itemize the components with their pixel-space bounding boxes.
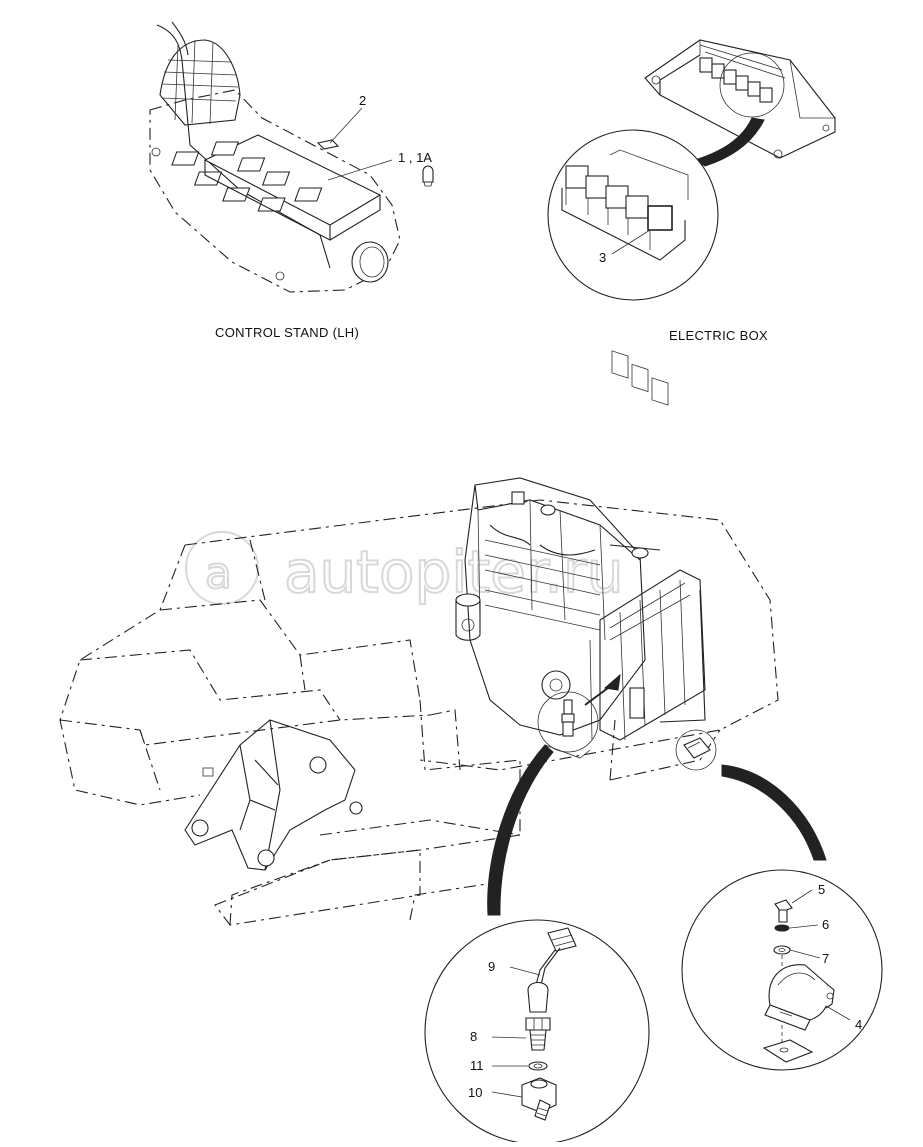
bulb-icon (422, 165, 434, 187)
machine-frame-illustration (59, 477, 779, 926)
callout-7: 7 (822, 951, 829, 966)
svg-text:a: a (205, 548, 232, 599)
horn-detail (762, 889, 851, 1063)
caption-electric-box: ELECTRIC BOX (669, 328, 768, 343)
callout-9: 9 (488, 959, 495, 974)
callout-5: 5 (818, 882, 825, 897)
tray-relays (699, 44, 786, 103)
sensor-in-situ (544, 699, 591, 759)
zoomed-relays (561, 149, 689, 406)
control-stand-illustration (149, 21, 434, 293)
horn-in-situ (683, 737, 711, 759)
callout-1-1a: 1 , 1A (398, 150, 432, 165)
watermark: a autopiter.ru (185, 531, 624, 607)
caption-control-stand: CONTROL STAND (LH) (215, 325, 359, 340)
electric-box-illustration (547, 39, 836, 406)
callout-4: 4 (855, 1017, 862, 1032)
arrow-to-sensor-detail (487, 744, 554, 916)
engine-assembly (455, 477, 661, 736)
callout-8: 8 (470, 1029, 477, 1044)
callout-10: 10 (468, 1085, 482, 1100)
watermark-text: autopiter.ru (284, 538, 623, 606)
callout-6: 6 (822, 917, 829, 932)
switch-panel-switches (171, 141, 323, 212)
temperature-sensor-detail (491, 927, 577, 1121)
arrow-to-horn-detail (721, 764, 827, 861)
radiator (589, 569, 706, 741)
callout-3: 3 (599, 250, 606, 265)
callout-11: 11 (470, 1058, 484, 1073)
callout-2: 2 (359, 93, 366, 108)
